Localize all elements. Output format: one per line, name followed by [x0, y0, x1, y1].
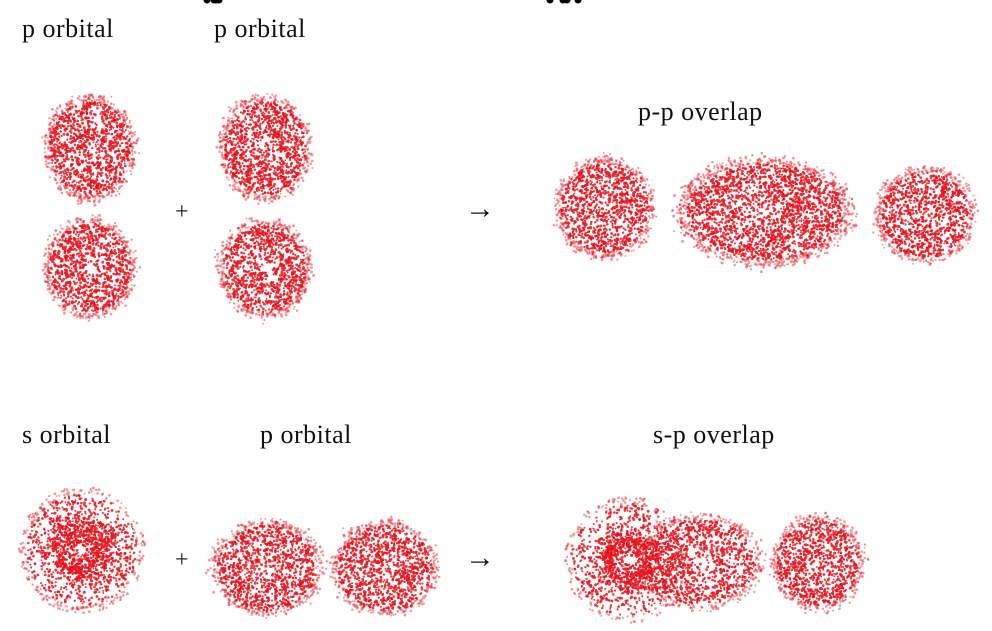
- nucleus-dot: [574, 0, 582, 4]
- top-p-orbital-label-1: p orbital: [22, 14, 114, 43]
- top-p-orbital-2-cloud: [213, 93, 316, 325]
- top-p-orbital-1-cloud: [41, 93, 142, 322]
- nucleus-dot: [563, 0, 571, 4]
- bottom-p-orbital-cloud: [204, 515, 441, 620]
- bottom-overlap-label: s-p overlap: [653, 420, 775, 449]
- top-plus-sign: +: [175, 199, 189, 225]
- bottom-p-orbital-label: p orbital: [260, 420, 352, 449]
- bottom-s-orbital-cloud: [17, 486, 146, 615]
- nucleus-dot: [203, 0, 211, 4]
- top-p-orbital-label-2: p orbital: [214, 14, 306, 43]
- bottom-arrow: →: [465, 541, 495, 574]
- bottom-s-orbital-label: s orbital: [22, 420, 111, 449]
- nucleus-dot: [546, 0, 554, 4]
- top-arrow: →: [465, 192, 495, 225]
- top-overlap-label: p-p overlap: [638, 97, 763, 126]
- nucleus-dot: [215, 0, 223, 4]
- top-pp-overlap-cloud: [552, 151, 980, 274]
- bottom-plus-sign: +: [175, 547, 189, 573]
- bottom-sp-overlap-cloud: [564, 496, 870, 624]
